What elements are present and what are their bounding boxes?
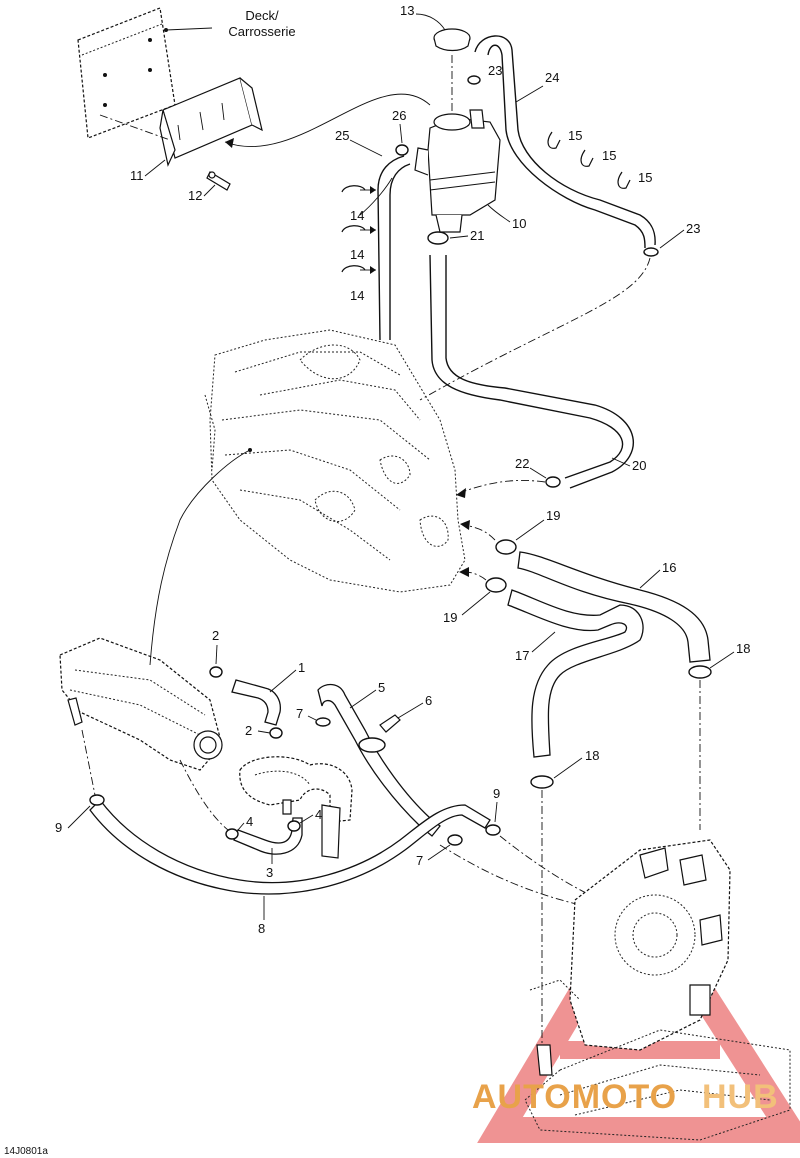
watermark-brand-part2: HUB	[702, 1078, 779, 1116]
clamp-22	[545, 476, 561, 488]
clamp-4-left	[225, 828, 239, 840]
clip-14-b	[341, 225, 376, 234]
callout-18-upper: 18	[736, 641, 750, 656]
clamp-9-right	[485, 824, 501, 836]
callout-23-top: 23	[488, 63, 502, 78]
callout-23-lower: 23	[686, 221, 700, 236]
callout-11: 11	[130, 168, 144, 183]
callout-4-right: 4	[315, 807, 322, 822]
callout-16: 16	[662, 560, 676, 575]
callout-2-lower: 2	[245, 723, 252, 738]
callout-18-lower: 18	[585, 748, 599, 763]
callout-15-a: 15	[568, 128, 582, 143]
callout-9-left: 9	[55, 820, 62, 835]
hose-1	[231, 679, 281, 726]
callout-25: 25	[335, 128, 349, 143]
clamp-19-upper	[495, 539, 517, 555]
callout-7-upper: 7	[296, 706, 303, 721]
hose-24	[474, 35, 656, 249]
clip-14-c	[341, 265, 376, 274]
hose-25	[377, 155, 411, 341]
clamp-7-upper	[315, 717, 331, 727]
callout-22: 22	[515, 456, 529, 471]
watermark-brand-part1: AUTOMOTO	[472, 1078, 677, 1116]
callout-15-c: 15	[638, 170, 652, 185]
callout-5: 5	[378, 680, 385, 695]
hose-17	[507, 589, 644, 758]
clamp-18-upper	[688, 665, 712, 679]
callout-7-lower: 7	[416, 853, 423, 868]
clip-15-b	[580, 149, 594, 167]
push-rivet	[206, 171, 231, 191]
hose-16	[517, 551, 711, 663]
hose-3	[233, 817, 303, 855]
callout-3: 3	[266, 865, 273, 880]
clamp-2-lower	[269, 727, 283, 739]
deck-panel	[77, 7, 176, 139]
callout-19-lower: 19	[443, 610, 457, 625]
callout-9-right: 9	[493, 786, 500, 801]
clamp-26	[395, 144, 409, 156]
callout-12: 12	[188, 188, 202, 203]
callout-6: 6	[425, 693, 432, 708]
clamp-18-lower	[530, 775, 554, 789]
callout-10: 10	[512, 216, 526, 231]
deck-label-line1: Deck/	[245, 8, 279, 23]
coolant-tank	[414, 109, 501, 233]
callout-4-left: 4	[246, 814, 253, 829]
engine-block	[204, 329, 466, 593]
ride-plate	[524, 1029, 791, 1141]
clamp-21	[427, 231, 449, 245]
callout-26: 26	[392, 108, 406, 123]
hose-8	[89, 799, 491, 895]
water-elbow	[239, 756, 353, 823]
reference-code: 14J0801a	[4, 1146, 48, 1157]
clamp-6	[358, 714, 401, 753]
clamp-9-left	[89, 794, 105, 806]
tank-support-bracket	[159, 77, 263, 167]
deck-label-line2: Carrosserie	[228, 24, 295, 39]
clamp-23-top	[467, 75, 481, 85]
clamp-7-lower	[447, 834, 463, 846]
callout-13: 13	[400, 3, 414, 18]
clip-15-c	[617, 171, 631, 189]
callout-1: 1	[298, 660, 305, 675]
callout-14-c: 14	[350, 288, 364, 303]
clamp-4-right	[287, 820, 301, 832]
callout-8: 8	[258, 921, 265, 936]
callout-19-upper: 19	[546, 508, 560, 523]
callout-20: 20	[632, 458, 646, 473]
clamp-2-upper	[209, 666, 223, 678]
hose-20	[429, 254, 635, 489]
exhaust-manifold	[59, 637, 223, 771]
callout-15-b: 15	[602, 148, 616, 163]
callout-24: 24	[545, 70, 559, 85]
clip-15-a	[547, 131, 561, 149]
callout-14-a: 14	[350, 208, 364, 223]
clamp-23-lower	[643, 247, 659, 257]
radiator-cap	[433, 28, 471, 52]
callout-2-upper: 2	[212, 628, 219, 643]
clip-14-a	[341, 185, 376, 194]
callout-17: 17	[515, 648, 529, 663]
jet-pump-housing	[529, 839, 731, 1076]
hose-5	[317, 683, 441, 837]
clamp-19-lower	[485, 577, 507, 593]
callout-14-b: 14	[350, 247, 364, 262]
callout-21: 21	[470, 228, 484, 243]
